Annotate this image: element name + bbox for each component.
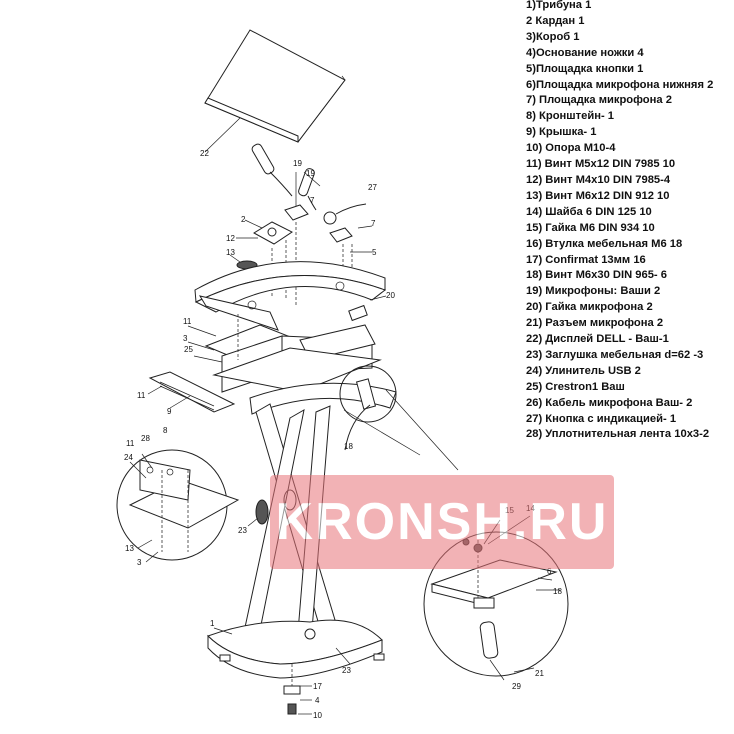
- callout-11-detail: 11: [126, 439, 135, 448]
- callout-23-leg: 23: [238, 526, 247, 535]
- parts-list-item: 28) Уплотнительная лента 10х3-2: [526, 428, 710, 441]
- lectern-base-part: [207, 619, 383, 679]
- parts-list-item: 6)Площадка микрофона нижняя 2: [526, 78, 714, 91]
- parts-list-item: 15) Гайка М6 DIN 934 10: [526, 221, 655, 234]
- parts-list-item: 11) Винт М5х12 DIN 7985 10: [526, 158, 676, 171]
- callout-13-detail: 13: [125, 544, 134, 553]
- parts-list-item: 2 Кардан 1: [526, 14, 585, 27]
- callout-17: 17: [313, 682, 322, 691]
- callout-2: 2: [241, 215, 246, 224]
- callout-3-detail: 3: [137, 558, 142, 567]
- parts-list-item: 13) Винт М6х12 DIN 912 10: [526, 189, 670, 202]
- callout-21: 21: [535, 669, 544, 678]
- callout-8: 8: [163, 426, 168, 435]
- microphone-nut-part: [348, 304, 368, 322]
- callout-7-left: 7: [310, 196, 315, 205]
- lectern-top-board-part: [194, 261, 387, 331]
- microphone-left-part: [251, 143, 293, 197]
- callout-28: 28: [141, 434, 150, 443]
- parts-list-item: 17) Confirmat 13мм 16: [526, 253, 646, 266]
- foot-support-part: [283, 664, 301, 715]
- callout-29: 29: [512, 682, 521, 691]
- watermark: KRONSH.RU: [270, 475, 614, 569]
- callout-6: 6: [547, 567, 552, 576]
- parts-list: 1)Трибуна 1 2 Кардан 1 3)Короб 1 4)Основ…: [526, 0, 732, 443]
- indicator-button-part: [323, 211, 337, 225]
- parts-list-item: 10) Опора М10-4: [526, 142, 616, 155]
- callout-19-left: 19: [293, 159, 302, 168]
- parts-list-item: 16) Втулка мебельная М6 18: [526, 237, 683, 250]
- parts-list-item: 26) Кабель микрофона Ваш- 2: [526, 396, 693, 409]
- callout-22: 22: [200, 149, 209, 158]
- callout-18-cable: 18: [344, 442, 353, 451]
- parts-list-item: 14) Шайба 6 DIN 125 10: [526, 205, 652, 218]
- parts-list-item: 7) Площадка микрофона 2: [526, 94, 672, 107]
- callout-3-top: 3: [183, 334, 188, 343]
- parts-list-item: 3)Короб 1: [526, 30, 580, 43]
- callout-27: 27: [368, 183, 377, 192]
- display-panel-part: [204, 29, 346, 143]
- parts-list-item: 1)Трибуна 1: [526, 0, 592, 11]
- furniture-cap-leg-part: [255, 499, 269, 525]
- parts-list-item: 24) Улинитель USB 2: [526, 364, 641, 377]
- cardan-part: [253, 221, 293, 245]
- cover-part: [148, 371, 236, 413]
- callout-5: 5: [372, 248, 377, 257]
- parts-list-item: 22) Дисплей DELL - Ваш-1: [526, 333, 669, 346]
- parts-list-item: 21) Разъем микрофона 2: [526, 317, 664, 330]
- callout-18-detail: 18: [553, 587, 562, 596]
- callout-24: 24: [124, 453, 133, 462]
- parts-list-item: 20) Гайка микрофона 2: [526, 301, 653, 314]
- parts-list-item: 5)Площадка кнопки 1: [526, 62, 644, 75]
- callout-23-base: 23: [342, 666, 351, 675]
- microphone-right-part: [298, 168, 317, 211]
- parts-list-item: 18) Винт М6х30 DIN 965- 6: [526, 269, 667, 282]
- callout-9: 9: [167, 407, 172, 416]
- parts-list-item: 12) Винт М4х10 DIN 7985-4: [526, 173, 671, 186]
- parts-list-item: 9) Крышка- 1: [526, 126, 597, 139]
- callout-11-top: 11: [183, 317, 192, 326]
- callout-20: 20: [386, 291, 395, 300]
- parts-list-item: 4)Основание ножки 4: [526, 46, 644, 59]
- callout-12: 12: [226, 234, 235, 243]
- callout-13-top: 13: [226, 248, 235, 257]
- microphone-cable-part: [344, 404, 371, 451]
- callout-19-right: 19: [306, 169, 315, 178]
- box-frame-part: [204, 324, 382, 393]
- callout-10: 10: [313, 711, 322, 720]
- parts-list-item: 19) Микрофоны: Ваши 2: [526, 285, 661, 298]
- callout-11-mid: 11: [137, 391, 146, 400]
- parts-list-item: 27) Кнопка с индикацией- 1: [526, 412, 677, 425]
- parts-list-item: 8) Кронштейн- 1: [526, 110, 615, 123]
- mic-platform-right-part: [329, 227, 353, 243]
- parts-list-item: 23) Заглушка мебельная d=62 -3: [526, 348, 704, 361]
- callout-4: 4: [315, 696, 320, 705]
- detail-circle-mic-socket: [339, 365, 397, 423]
- callout-1: 1: [210, 619, 215, 628]
- callout-25: 25: [184, 345, 193, 354]
- mic-platform-left-part: [284, 204, 309, 221]
- callout-7-right: 7: [371, 219, 376, 228]
- parts-list-item: 25) Crestron1 Ваш: [526, 380, 625, 393]
